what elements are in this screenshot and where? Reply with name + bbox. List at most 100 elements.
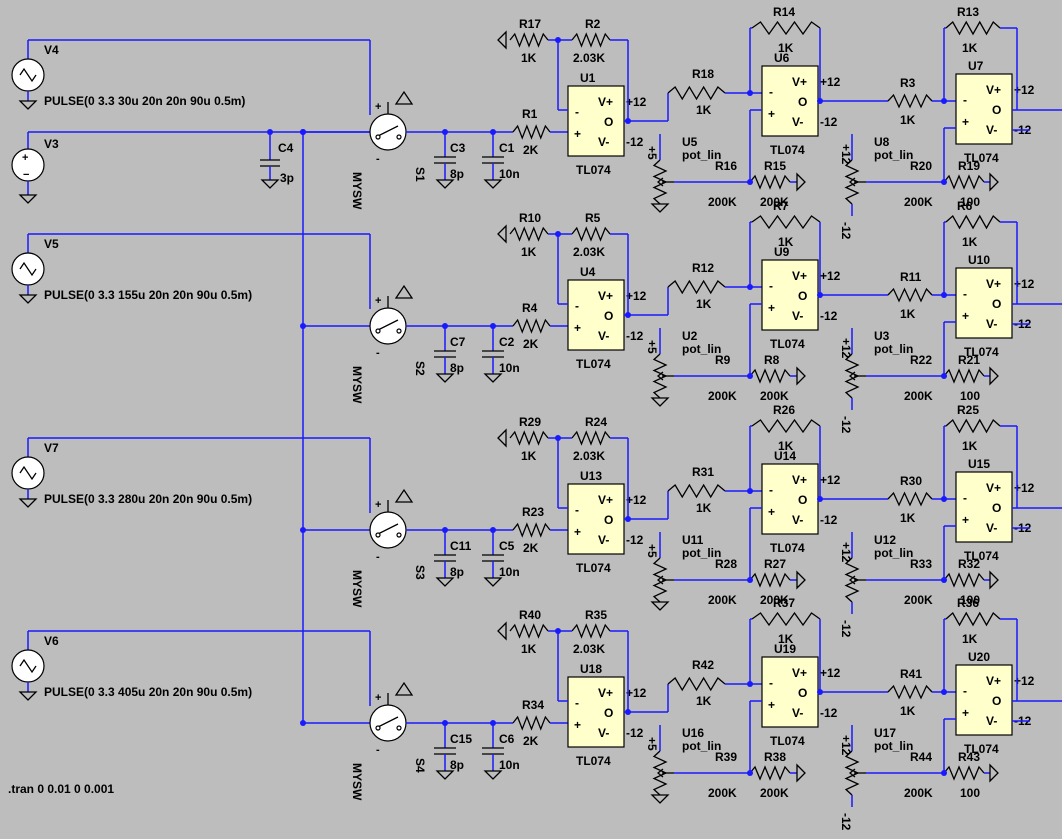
- v3-label: V3: [44, 137, 59, 151]
- rp-a-value: 200K: [708, 593, 737, 607]
- rgnd-value: 1K: [521, 642, 537, 656]
- opamp-supply-neg: -12: [820, 115, 838, 129]
- switch-icon[interactable]: [369, 704, 407, 742]
- opamp-vminus-pin: V-: [598, 726, 609, 740]
- opamp-model: TL074: [770, 337, 805, 351]
- opamp-out-pin: O: [992, 501, 1001, 515]
- source-pulse-value: PULSE(0 3.3 405u 20n 20n 90u 0.5m): [44, 685, 252, 699]
- svg-text:−: −: [23, 169, 29, 181]
- rin-value: 2K: [523, 541, 539, 555]
- opamp-vminus-pin: V-: [598, 533, 609, 547]
- source-pulse-value: PULSE(0 3.3 155u 20n 20n 90u 0.5m): [44, 288, 252, 302]
- rfb3-value: 1K: [962, 235, 978, 249]
- opamp-name: U1: [580, 71, 596, 85]
- rin-name: R23: [522, 505, 544, 519]
- cap-a-value: 8p: [450, 167, 464, 181]
- switch-plus: +: [375, 101, 381, 113]
- rgnd-name: R40: [519, 608, 541, 622]
- switch-icon[interactable]: [369, 511, 407, 549]
- opamp-vminus-pin: V-: [598, 329, 609, 343]
- rp-c-name: R22: [910, 353, 932, 367]
- opamp-vplus-pin: V+: [792, 473, 807, 487]
- switch-icon[interactable]: [369, 113, 407, 151]
- cap-a-name: C3: [450, 141, 466, 155]
- rgnd-value: 1K: [521, 51, 537, 65]
- rfb-value: 2.03K: [573, 51, 605, 65]
- cap-b-value: 10n: [499, 565, 520, 579]
- opamp-vplus-pin: V+: [598, 686, 613, 700]
- tran-directive: .tran 0 0.01 0 0.001: [8, 782, 114, 796]
- r3-value: 1K: [900, 511, 916, 525]
- opamp-minus-pin: -: [963, 287, 967, 301]
- opamp-minus-pin: -: [769, 676, 773, 690]
- r3-name: R11: [900, 270, 922, 284]
- capacitor-c4[interactable]: C4 3p: [260, 132, 294, 189]
- opamp-out-pin: O: [992, 297, 1001, 311]
- rgnd-value: 1K: [521, 245, 537, 259]
- rfb2-value: 1K: [778, 439, 794, 453]
- rp-a-name: R9: [715, 353, 731, 367]
- rp-c-value: 200K: [904, 786, 933, 800]
- c4-value: 3p: [280, 171, 294, 185]
- pot-model: pot_lin: [682, 148, 721, 162]
- opamp-plus-pin: +: [574, 321, 581, 335]
- r3-value: 1K: [900, 113, 916, 127]
- r3-name: R3: [900, 76, 916, 90]
- switch-model: MYSW: [350, 763, 364, 801]
- opamp-name: U7: [968, 59, 984, 73]
- opamp-plus-pin: +: [768, 505, 775, 519]
- opamp-supply-neg: -12: [820, 309, 838, 323]
- rp-a-value: 200K: [708, 389, 737, 403]
- pot-name: U2: [682, 329, 698, 343]
- c4-name: C4: [278, 141, 294, 155]
- opamp-supply-neg: -12: [820, 706, 838, 720]
- rgnd-name: R10: [519, 211, 541, 225]
- opamp-supply-pos: +12: [626, 95, 647, 109]
- rin-value: 2K: [523, 143, 539, 157]
- opamp-name: U9: [774, 245, 790, 259]
- source-name: V6: [44, 634, 59, 648]
- rfb-value: 2.03K: [573, 449, 605, 463]
- cap-a-name: C11: [450, 539, 472, 553]
- pot-name: U3: [874, 329, 890, 343]
- switch-icon[interactable]: [369, 307, 407, 345]
- opamp-supply-neg: -12: [626, 726, 644, 740]
- opamp-minus-pin: -: [963, 93, 967, 107]
- r18-value: 1K: [696, 297, 712, 311]
- rfb-value: 2.03K: [573, 642, 605, 656]
- opamp-plus-pin: +: [962, 115, 969, 129]
- opamp-out-pin: O: [798, 95, 807, 109]
- source-pulse-value: PULSE(0 3.3 280u 20n 20n 90u 0.5m): [44, 492, 252, 506]
- voltage-source-v3[interactable]: + − V3: [11, 131, 370, 204]
- switch-minus: -: [376, 153, 380, 165]
- rp-b-name: R15: [764, 159, 786, 173]
- rp-b-name: R8: [764, 353, 780, 367]
- rp-a-name: R39: [715, 750, 737, 764]
- switch-plus: +: [375, 692, 381, 704]
- r18-name: R42: [692, 658, 714, 672]
- source-name: V7: [44, 441, 59, 455]
- supply-neg12-pot: -12: [839, 416, 853, 434]
- rin-name: R34: [522, 698, 544, 712]
- opamp-model: TL074: [964, 742, 999, 756]
- rfb2-name: R14: [773, 5, 795, 19]
- source-name: V5: [44, 237, 59, 251]
- supply-neg12-pot: -12: [839, 222, 853, 240]
- opamp-supply-pos: +12: [820, 75, 841, 89]
- switch-plus: +: [375, 499, 381, 511]
- r18-name: R12: [692, 261, 714, 275]
- opamp-model: TL074: [576, 357, 611, 371]
- pot-model: pot_lin: [682, 739, 721, 753]
- opamp-vplus-pin: V+: [986, 481, 1001, 495]
- cap-a-value: 8p: [450, 758, 464, 772]
- rp-d-value: 100: [960, 593, 980, 607]
- opamp-vplus-pin: V+: [598, 289, 613, 303]
- opamp-out-pin: O: [604, 309, 613, 323]
- cap-a-name: C7: [450, 335, 466, 349]
- rin-value: 2K: [523, 337, 539, 351]
